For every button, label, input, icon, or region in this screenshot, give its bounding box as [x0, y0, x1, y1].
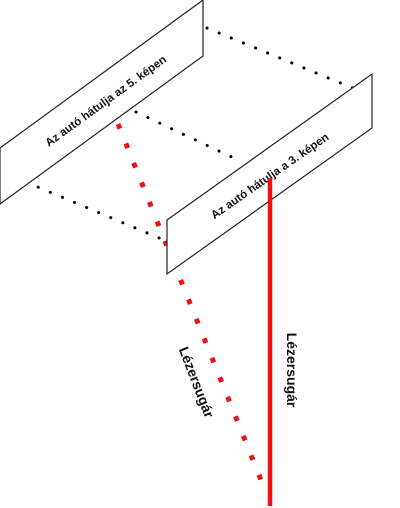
connector-middle: [134, 110, 240, 162]
panel-3-outline: [166, 72, 373, 276]
dotted-beam-label: Lézersugár: [176, 344, 218, 420]
laser-dotted-line: [115, 123, 266, 486]
solid-beam-label: Lézersugár: [284, 333, 300, 408]
panel-5-label: Az autó hátulja az 5. képen: [44, 54, 169, 150]
connector-top: [205, 26, 374, 98]
rear-panel-5: Az autó hátulja az 5. képen: [0, 0, 204, 205]
panel-5-outline: [0, 0, 204, 205]
